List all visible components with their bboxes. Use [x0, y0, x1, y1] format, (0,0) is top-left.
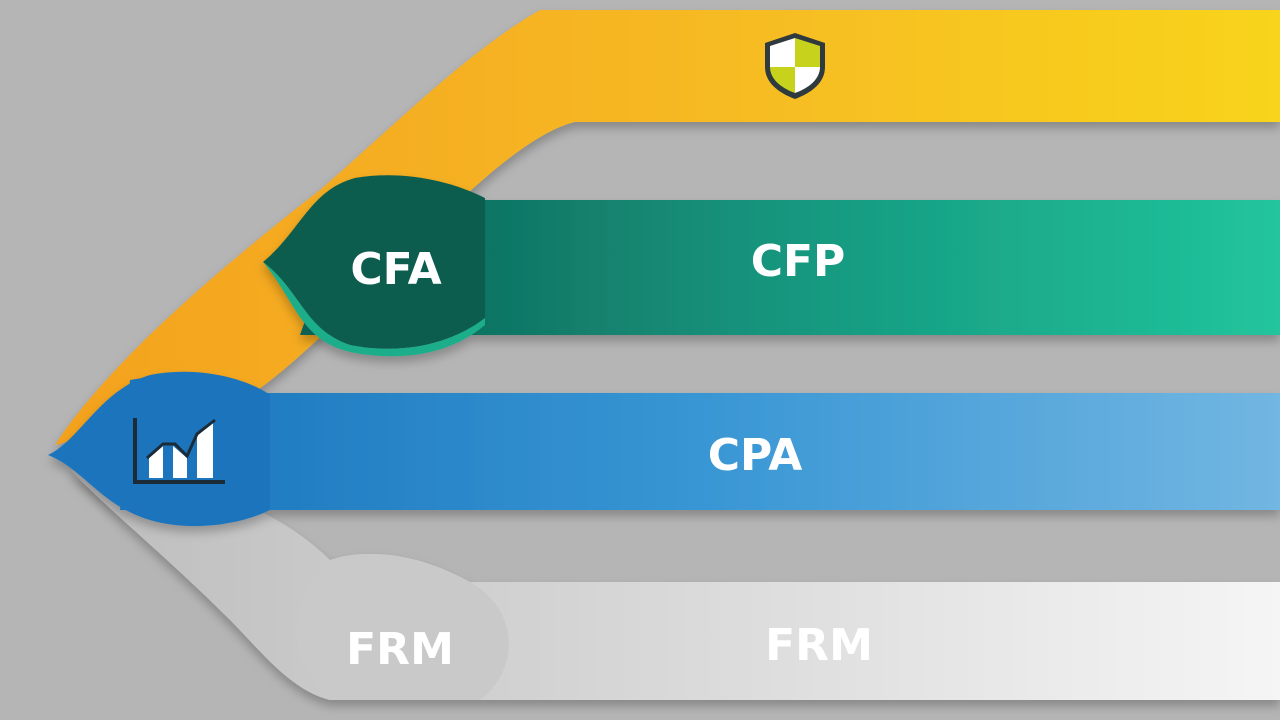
frm-label: FRM [765, 620, 873, 671]
shield-icon [765, 33, 825, 99]
frm-bulb-label: FRM [346, 624, 454, 675]
band-teal [263, 175, 1280, 357]
band-blue [48, 371, 1280, 527]
bar-chart-icon [133, 418, 225, 484]
band-gray [70, 470, 1280, 700]
cfa-label: CFA [350, 244, 441, 295]
cfp-label: CFP [751, 236, 846, 287]
cpa-label: CPA [708, 430, 803, 481]
band-yellow [55, 10, 1280, 445]
